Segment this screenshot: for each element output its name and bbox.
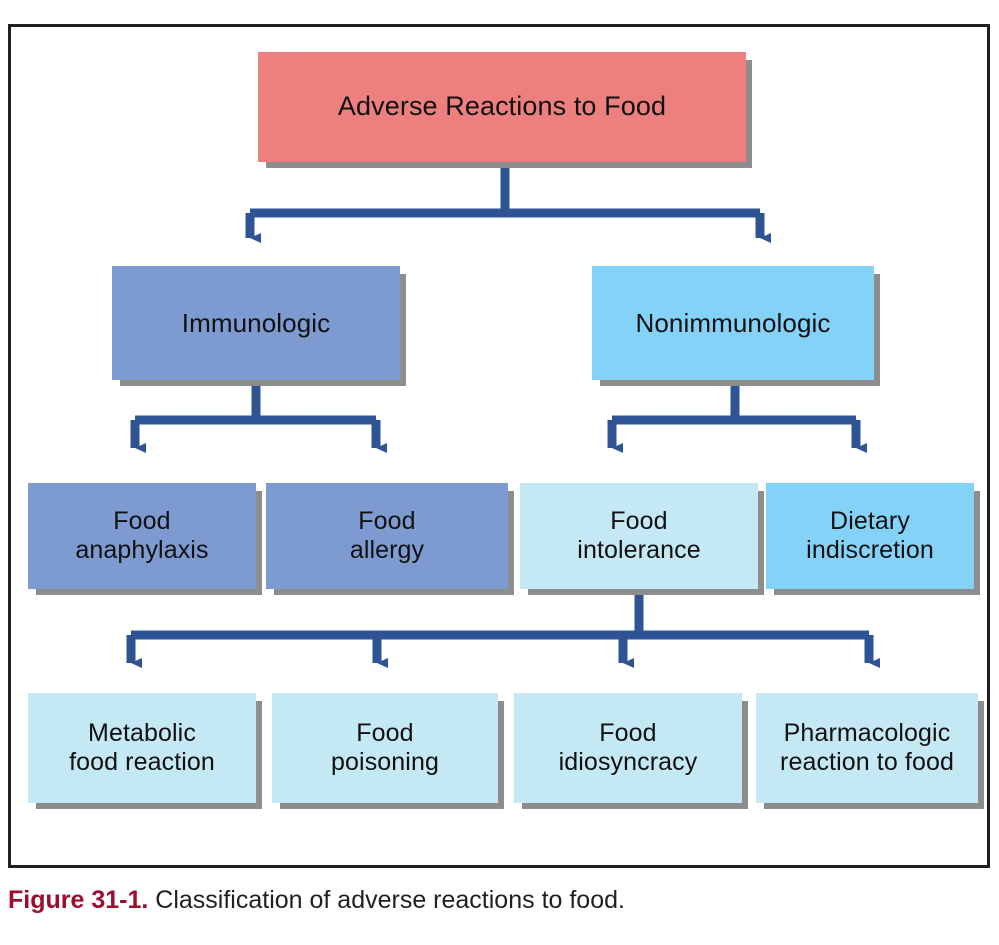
node-metabolic-food-reaction[interactable]: Metabolic food reaction [28,693,256,803]
node-food-allergy[interactable]: Food allergy [266,483,508,589]
node-nonimmunologic[interactable]: Nonimmunologic [592,266,874,380]
node-label-line1: Food [610,506,668,535]
figure-number: Figure 31-1. [8,886,149,914]
node-label: Dietary indiscretion [800,507,940,566]
node-label: Food anaphylaxis [69,507,214,566]
node-label-line2: poisoning [331,748,439,776]
node-label: Food allergy [344,507,430,566]
node-label-line1: Food [358,506,416,535]
node-label: Food intolerance [571,507,706,566]
node-immunologic[interactable]: Immunologic [112,266,400,380]
node-label-line1: Metabolic [88,718,196,747]
node-label-line2: food reaction [69,748,215,776]
node-label: Immunologic [181,307,331,338]
node-food-anaphylaxis[interactable]: Food anaphylaxis [28,483,256,589]
node-food-intolerance[interactable]: Food intolerance [520,483,758,589]
node-adverse-reactions-to-food[interactable]: Adverse Reactions to Food [258,52,746,162]
figure-caption-text: Classification of adverse reactions to f… [148,886,625,914]
node-food-poisoning[interactable]: Food poisoning [272,693,498,803]
node-label-line2: reaction to food [780,748,954,776]
figure-caption: Figure 31-1. Classification of adverse r… [8,886,988,915]
node-dietary-indiscretion[interactable]: Dietary indiscretion [766,483,974,589]
node-label: Pharmacologic reaction to food [774,719,960,778]
node-food-idiosyncracy[interactable]: Food idiosyncracy [514,693,742,803]
node-label-line1: Dietary [830,506,910,535]
node-pharmacologic-reaction-to-food[interactable]: Pharmacologic reaction to food [756,693,978,803]
node-label-line2: idiosyncracy [558,748,698,776]
node-label: Food poisoning [325,719,445,778]
node-label-line2: anaphylaxis [75,536,209,564]
node-label: Adverse Reactions to Food [337,91,667,122]
node-label-line1: Food [113,506,171,535]
node-label-line2: indiscretion [806,536,934,564]
node-label-line2: intolerance [577,536,701,564]
node-label-line2: allergy [349,536,425,564]
node-label-line1: Pharmacologic [783,718,951,747]
node-label: Nonimmunologic [635,307,831,338]
node-label-line1: Food [356,718,414,747]
node-label-line1: Food [599,718,657,747]
node-label: Metabolic food reaction [63,719,221,778]
node-label: Food idiosyncracy [553,719,704,778]
